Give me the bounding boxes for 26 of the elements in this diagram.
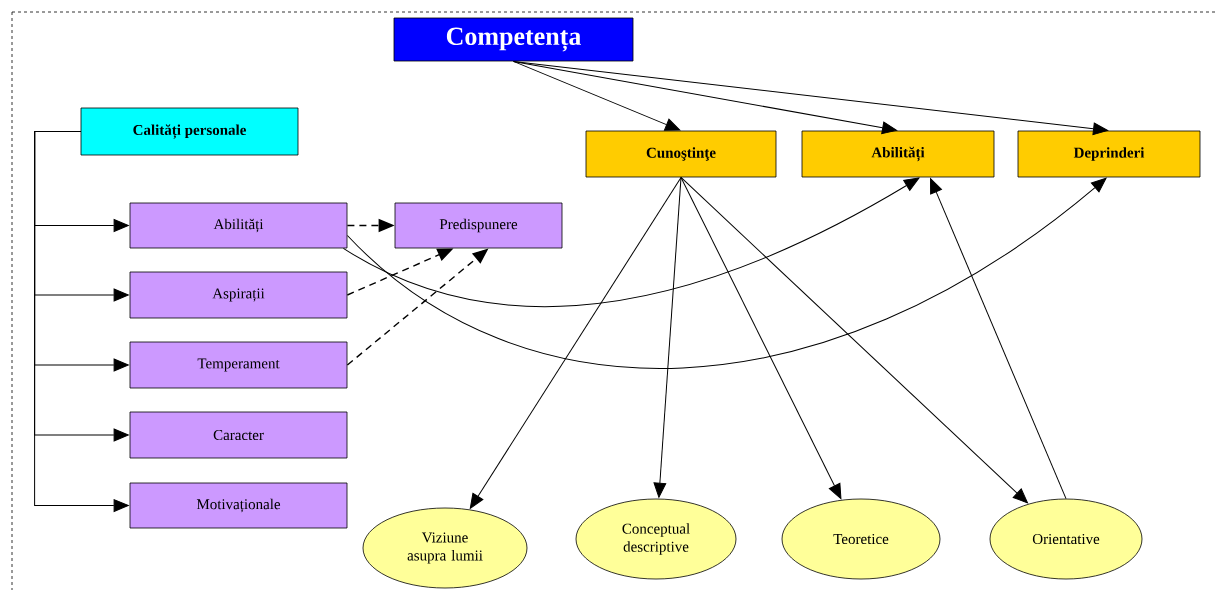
arrow bbox=[680, 176, 842, 500]
process-box: Abilități bbox=[129, 202, 348, 249]
ellipse-node: Viziune asupra lumii bbox=[362, 507, 528, 589]
arrow bbox=[346, 177, 1107, 369]
connector bbox=[34, 131, 129, 512]
ellipse-node: Conceptual descriptive bbox=[575, 498, 737, 580]
category-box: Calități personale bbox=[80, 107, 299, 156]
process-box: Cunoştinţe bbox=[585, 130, 777, 178]
process-box: Aspirații bbox=[129, 271, 348, 319]
ellipse-node: Teoretice bbox=[781, 498, 941, 580]
ellipse-node: Orientative bbox=[989, 498, 1143, 580]
arrow bbox=[513, 60, 898, 135]
arrow bbox=[513, 60, 1109, 136]
arrow bbox=[930, 178, 1067, 500]
process-box: Temperament bbox=[129, 341, 348, 389]
heading-box: Competența bbox=[393, 17, 634, 62]
process-box: Deprinderi bbox=[1017, 130, 1201, 178]
process-box: Motivaționale bbox=[129, 482, 348, 529]
arrow bbox=[680, 176, 1029, 504]
arrow bbox=[469, 176, 682, 509]
process-box: Abilități bbox=[801, 130, 995, 178]
process-box: Predispunere bbox=[394, 202, 563, 249]
process-box: Caracter bbox=[129, 411, 348, 459]
arrow bbox=[342, 177, 920, 307]
arrow bbox=[653, 176, 682, 498]
arrow bbox=[513, 60, 681, 131]
